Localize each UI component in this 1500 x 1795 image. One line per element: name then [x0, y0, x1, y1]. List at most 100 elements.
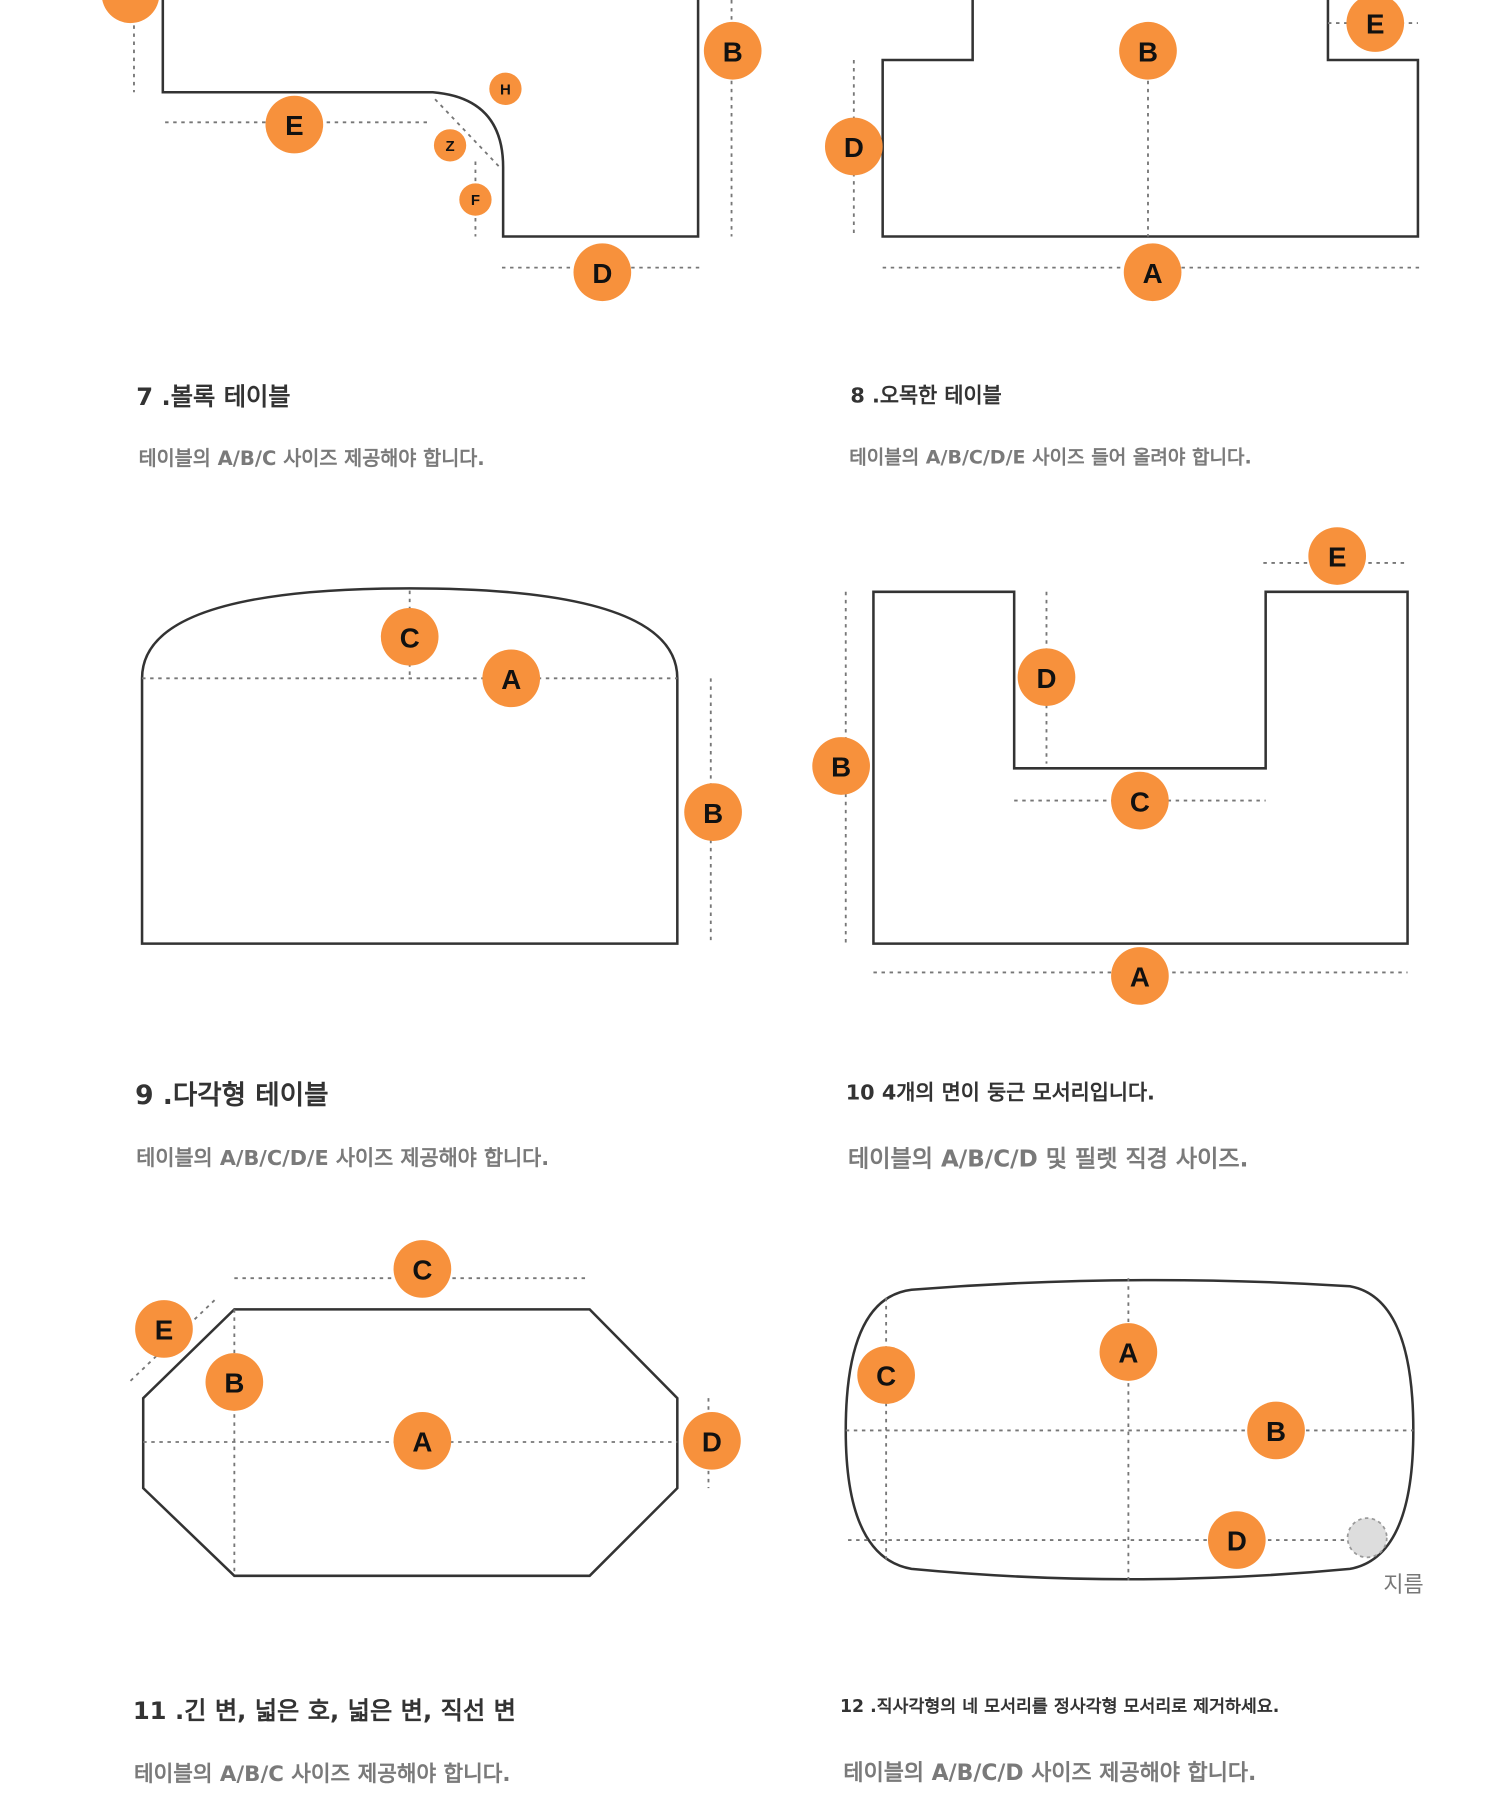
badge-circle	[489, 72, 522, 105]
badge-letter: D	[702, 1426, 722, 1457]
section-title: 11 .긴 변, 넓은 호, 넓은 변, 직선 변	[133, 1697, 516, 1725]
figure-concave-table	[844, 562, 1409, 974]
figure-fillet-corner	[133, 0, 733, 269]
badge-letter: B	[1138, 36, 1158, 67]
badge-circle	[1123, 243, 1182, 302]
section-subtitle: 테이블의 A/B/C/D/E 사이즈 들어 올려야 합니다.	[849, 447, 1251, 469]
badge-letter: H	[500, 81, 511, 98]
dimension-badge: C	[380, 607, 439, 666]
section-title: 10 4개의 면이 둥근 모서리입니다.	[846, 1080, 1155, 1104]
badge-letter: E	[155, 1315, 173, 1346]
badge-circle	[573, 243, 632, 302]
badge-circle	[1111, 947, 1169, 1005]
dimension-badge: B	[1247, 1401, 1305, 1460]
fillet-diameter-marker	[1346, 1517, 1388, 1559]
dimension-badge: B	[1119, 21, 1177, 80]
section-subtitle: 테이블의 A/B/C/D 사이즈 제공해야 합니다.	[843, 1760, 1256, 1786]
badge-circle	[393, 1412, 452, 1470]
badge-circle	[380, 607, 439, 666]
badge-circle	[1111, 771, 1169, 830]
dimension-badge: E	[135, 1300, 193, 1358]
badge-letter: A	[501, 664, 521, 695]
dimension-badge: D	[573, 243, 632, 302]
badge-letter: A	[1118, 1338, 1138, 1369]
dimension-badges: E H Z F B D B D E A C A B B D E C A C E B A D C A B D	[102, 0, 1405, 1569]
dimension-badge: E	[265, 95, 324, 154]
dimension-badge: B	[684, 783, 742, 841]
badge-letter: A	[1143, 258, 1163, 289]
badge-letter: F	[471, 192, 480, 209]
section-title: 9 .다각형 테이블	[135, 1080, 328, 1111]
badge-circle	[102, 0, 159, 24]
badge-circle	[135, 1300, 193, 1358]
outline	[881, 0, 1420, 238]
badge-letter: Z	[445, 138, 454, 155]
badge-circle	[1346, 0, 1405, 52]
figure-rounded-table: 지름	[844, 1278, 1424, 1598]
section-subtitle: 테이블의 A/B/C 사이즈 제공해야 합니다.	[134, 1762, 511, 1787]
badge-circle	[393, 1240, 452, 1298]
badge-letter: D	[844, 132, 864, 163]
badge-letter: E	[285, 110, 303, 141]
badge-letter: C	[1130, 786, 1150, 817]
badge-circle	[1099, 1323, 1158, 1381]
dimension-badge: C	[857, 1346, 915, 1404]
badge-circle	[1207, 1511, 1266, 1569]
dimension-badge: C	[393, 1240, 452, 1298]
dimension-badge: A	[1123, 243, 1182, 302]
badge-circle	[433, 129, 467, 162]
badge-circle	[205, 1353, 264, 1411]
badge-circle	[824, 117, 883, 176]
dimension-badge: B	[703, 21, 762, 80]
fillet-note: 지름	[1383, 1573, 1423, 1598]
section-subtitle: 테이블의 A/B/C/D 및 필렛 직경 사이즈.	[848, 1146, 1248, 1172]
dimension-badge: A	[393, 1412, 452, 1470]
badge-letter: E	[1328, 542, 1346, 573]
badge-letter: B	[831, 752, 851, 783]
badge-letter: B	[1266, 1416, 1286, 1447]
badge-letter: C	[876, 1361, 896, 1392]
badge-letter: D	[592, 258, 612, 289]
section-title: 8 .오목한 테이블	[850, 384, 1001, 408]
outline	[140, 587, 679, 945]
section-title: 12 .직사각형의 네 모서리를 정사각형 모서리로 제거하세요.	[840, 1696, 1279, 1717]
outline	[872, 590, 1409, 945]
dimension-badge: B	[812, 737, 870, 795]
badge-circle	[459, 183, 492, 216]
badge-circle	[703, 21, 762, 80]
badge-letter: D	[1227, 1526, 1247, 1557]
dimension-badge: A	[1111, 947, 1169, 1005]
dimension-badge: D	[1207, 1511, 1266, 1569]
dimension-badge	[102, 0, 159, 24]
badge-circle	[812, 737, 870, 795]
dimension-badge: F	[459, 183, 492, 216]
badge-circle	[684, 783, 742, 841]
badge-letter: B	[703, 798, 723, 829]
dimension-badge: A	[1099, 1323, 1158, 1381]
badge-circle	[265, 95, 324, 154]
badge-letter: B	[224, 1368, 244, 1399]
dimension-badge: D	[824, 117, 883, 176]
badge-letter: C	[400, 622, 420, 653]
badge-letter: A	[1130, 962, 1150, 993]
badge-circle	[683, 1412, 741, 1470]
badge-letter: C	[412, 1255, 432, 1286]
dimension-badge: A	[482, 649, 541, 708]
section-subtitle: 테이블의 A/B/C 사이즈 제공해야 합니다.	[139, 447, 485, 470]
badge-circle	[1247, 1401, 1305, 1460]
outline	[161, 0, 700, 238]
badge-circle	[1308, 527, 1367, 585]
badge-letter: D	[1036, 663, 1056, 694]
badge-letter: A	[412, 1426, 432, 1457]
dimension-badge: B	[205, 1353, 264, 1411]
badge-letter: B	[723, 36, 743, 67]
dimension-badge: C	[1111, 771, 1169, 830]
dimension-badge: E	[1308, 527, 1367, 585]
dimension-badge: D	[1017, 648, 1076, 707]
outline	[141, 1308, 679, 1578]
outline	[844, 1278, 1415, 1581]
dimension-badge: D	[683, 1412, 741, 1470]
section-subtitle: 테이블의 A/B/C/D/E 사이즈 제공해야 합니다.	[136, 1146, 549, 1170]
badge-letter: E	[1366, 9, 1384, 40]
